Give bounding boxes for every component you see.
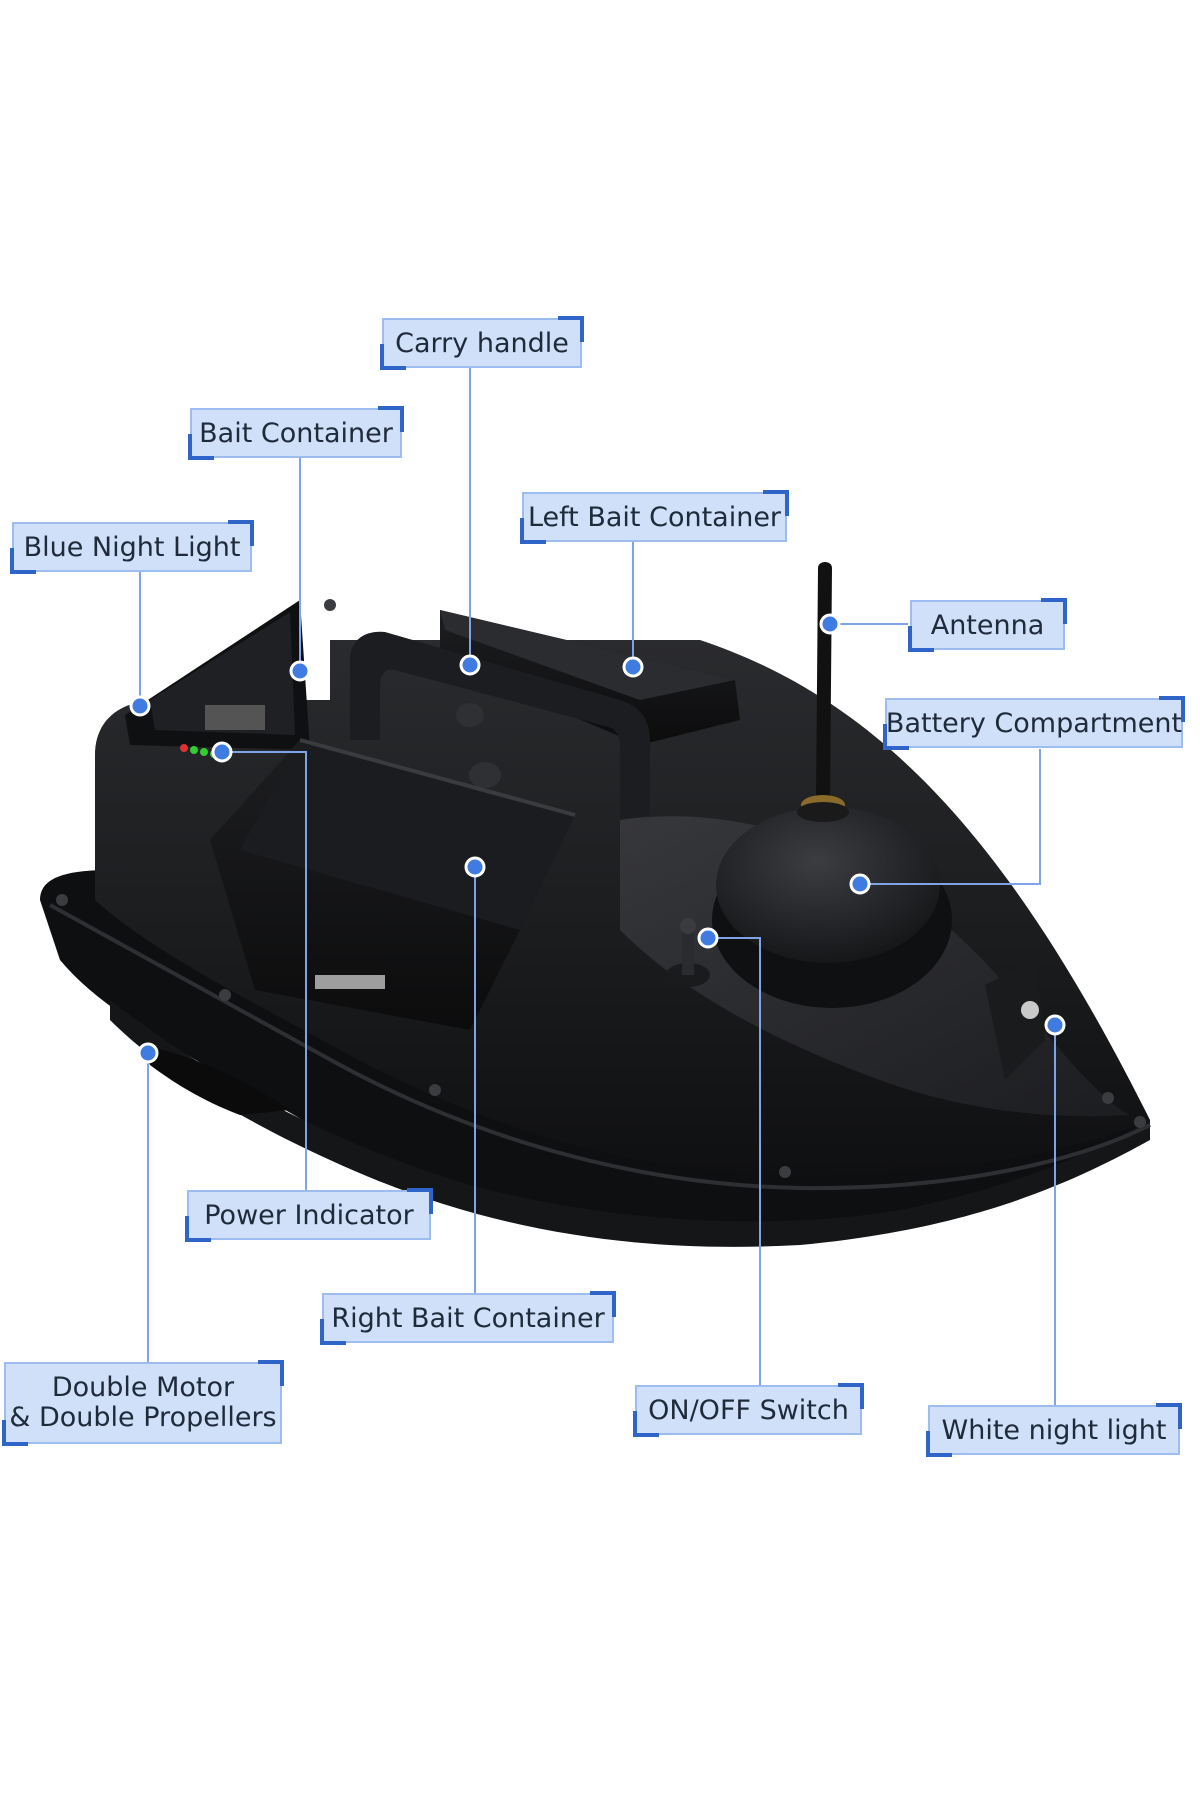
label-left-bait-container-text: Left Bait Container <box>527 501 782 533</box>
label-bait-container: Bait Container <box>188 406 404 460</box>
leader-battery <box>860 749 1041 885</box>
label-double-motor-line2: & Double Propellers <box>9 1402 277 1433</box>
label-blue-night-light-text: Blue Night Light <box>23 531 241 563</box>
right-bait-box <box>210 738 576 1030</box>
label-double-motor-line1: Double Motor <box>51 1372 235 1403</box>
label-antenna-text: Antenna <box>930 609 1045 641</box>
label-on-off-switch: ON/OFF Switch <box>633 1383 864 1437</box>
label-bait-container-text: Bait Container <box>199 417 393 449</box>
label-carry-handle: Carry handle <box>380 316 584 370</box>
label-blue-night-light: Blue Night Light <box>10 520 254 574</box>
rear-bait-box <box>125 600 310 750</box>
anchor-dots <box>129 613 1066 1064</box>
label-battery-compartment-text: Battery Compartment <box>885 707 1183 739</box>
carry-handle-shape <box>350 631 650 820</box>
label-power-indicator-text: Power Indicator <box>204 1199 414 1231</box>
label-left-bait-container: Left Bait Container <box>520 490 789 544</box>
leader-on-off <box>708 937 761 1385</box>
leader-lines <box>139 365 1056 1405</box>
motor-housing <box>140 1045 290 1115</box>
label-carry-handle-text: Carry handle <box>395 327 569 359</box>
label-power-indicator: Power Indicator <box>185 1188 433 1242</box>
label-on-off-switch-text: ON/OFF Switch <box>648 1394 849 1426</box>
label-right-bait-container-text: Right Bait Container <box>331 1302 605 1334</box>
label-right-bait-container: Right Bait Container <box>320 1291 616 1345</box>
label-antenna: Antenna <box>908 598 1067 652</box>
label-battery-compartment: Battery Compartment <box>883 696 1185 750</box>
battery-lid <box>712 807 952 1008</box>
leader-power-indicator <box>222 751 307 1190</box>
label-white-night-light-text: White night light <box>941 1414 1167 1446</box>
label-double-motor: Double Motor & Double Propellers <box>2 1360 284 1446</box>
left-bait-box <box>440 610 740 745</box>
switch-shape <box>666 918 710 987</box>
label-white-night-light: White night light <box>926 1403 1182 1457</box>
